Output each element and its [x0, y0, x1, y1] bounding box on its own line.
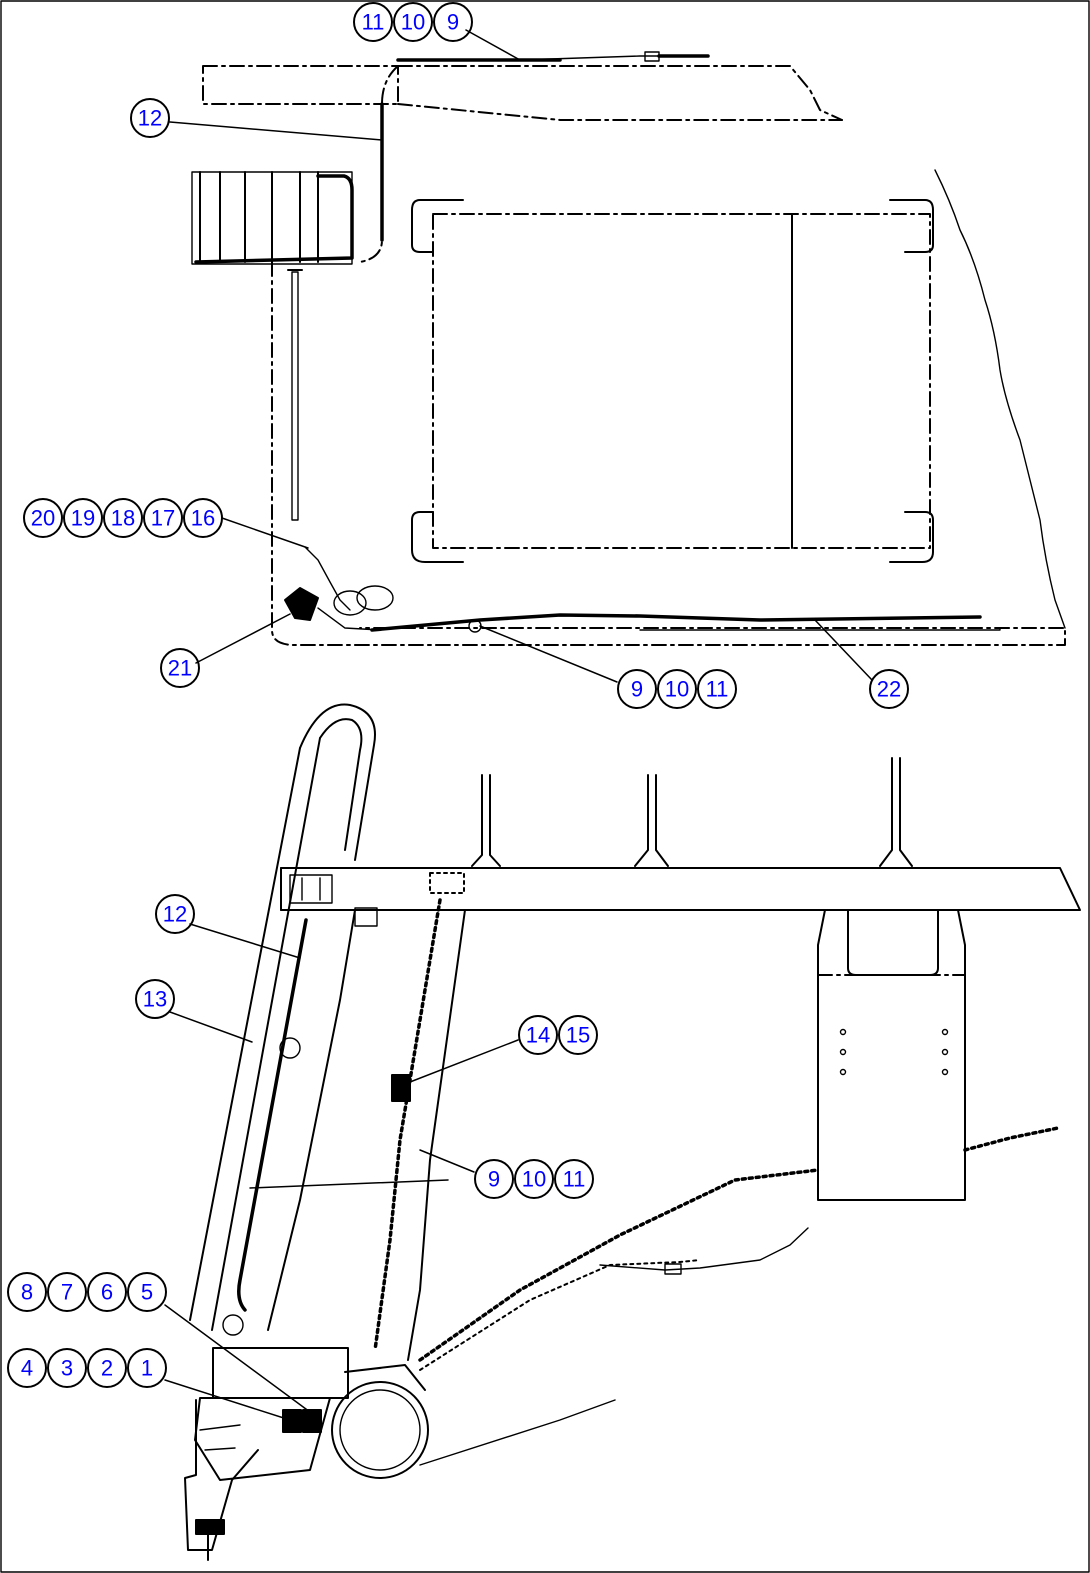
svg-text:7: 7 — [61, 1280, 73, 1305]
callout-2: 2 — [87, 1348, 127, 1388]
callout-18: 18 — [103, 498, 143, 538]
svg-text:15: 15 — [566, 1023, 590, 1048]
callout-16: 16 — [183, 498, 223, 538]
callout-9-lower: 9 — [474, 1159, 514, 1199]
callout-20: 20 — [23, 498, 63, 538]
callout-19: 19 — [63, 498, 103, 538]
callout-21: 21 — [160, 648, 200, 688]
callout-10-mid: 10 — [657, 669, 697, 709]
leader-lines — [164, 29, 873, 1421]
svg-text:11: 11 — [362, 10, 385, 35]
callout-10-lower: 10 — [514, 1159, 554, 1199]
callout-3: 3 — [47, 1348, 87, 1388]
svg-text:9: 9 — [447, 10, 459, 35]
svg-text:12: 12 — [138, 106, 162, 131]
callout-11-mid: 11 — [697, 669, 737, 709]
svg-text:13: 13 — [143, 987, 167, 1012]
upper-body-assembly — [191, 51, 1066, 646]
svg-text:21: 21 — [168, 656, 192, 681]
callout-7: 7 — [47, 1272, 87, 1312]
svg-text:16: 16 — [191, 506, 215, 531]
svg-text:19: 19 — [71, 506, 95, 531]
callout-10-top: 10 — [393, 2, 433, 42]
svg-text:20: 20 — [31, 506, 55, 531]
svg-text:11: 11 — [563, 1167, 586, 1192]
svg-text:8: 8 — [21, 1280, 33, 1305]
callout-14: 14 — [518, 1015, 558, 1055]
svg-text:10: 10 — [522, 1167, 546, 1192]
callout-17: 17 — [143, 498, 183, 538]
svg-text:18: 18 — [111, 506, 135, 531]
callout-11-top: 11 — [353, 2, 393, 42]
svg-text:10: 10 — [401, 10, 425, 35]
callout-13: 13 — [135, 979, 175, 1019]
callout-balloons: 11 10 9 12 20 19 18 17 16 21 9 10 11 22 … — [7, 2, 909, 1388]
svg-text:3: 3 — [61, 1356, 73, 1381]
callout-11-lower: 11 — [554, 1159, 594, 1199]
svg-text:1: 1 — [141, 1356, 153, 1381]
callout-12-upper: 12 — [130, 98, 170, 138]
svg-text:12: 12 — [163, 902, 187, 927]
callout-15: 15 — [558, 1015, 598, 1055]
svg-text:14: 14 — [526, 1023, 550, 1048]
callout-12-lower: 12 — [155, 894, 195, 934]
svg-text:9: 9 — [631, 677, 643, 702]
callout-4: 4 — [7, 1348, 47, 1388]
callout-22: 22 — [869, 669, 909, 709]
svg-text:17: 17 — [151, 506, 175, 531]
svg-text:5: 5 — [141, 1280, 153, 1305]
callout-9-top: 9 — [433, 2, 473, 42]
svg-text:4: 4 — [21, 1356, 33, 1381]
svg-text:9: 9 — [488, 1167, 500, 1192]
callout-5: 5 — [127, 1272, 167, 1312]
svg-text:2: 2 — [101, 1356, 113, 1381]
callout-9-mid: 9 — [617, 669, 657, 709]
lower-arm-assembly — [184, 703, 1081, 1561]
svg-text:6: 6 — [101, 1280, 113, 1305]
svg-text:22: 22 — [877, 677, 901, 702]
svg-text:11: 11 — [706, 677, 729, 702]
callout-6: 6 — [87, 1272, 127, 1312]
callout-1: 1 — [127, 1348, 167, 1388]
callout-8: 8 — [7, 1272, 47, 1312]
svg-text:10: 10 — [665, 677, 689, 702]
